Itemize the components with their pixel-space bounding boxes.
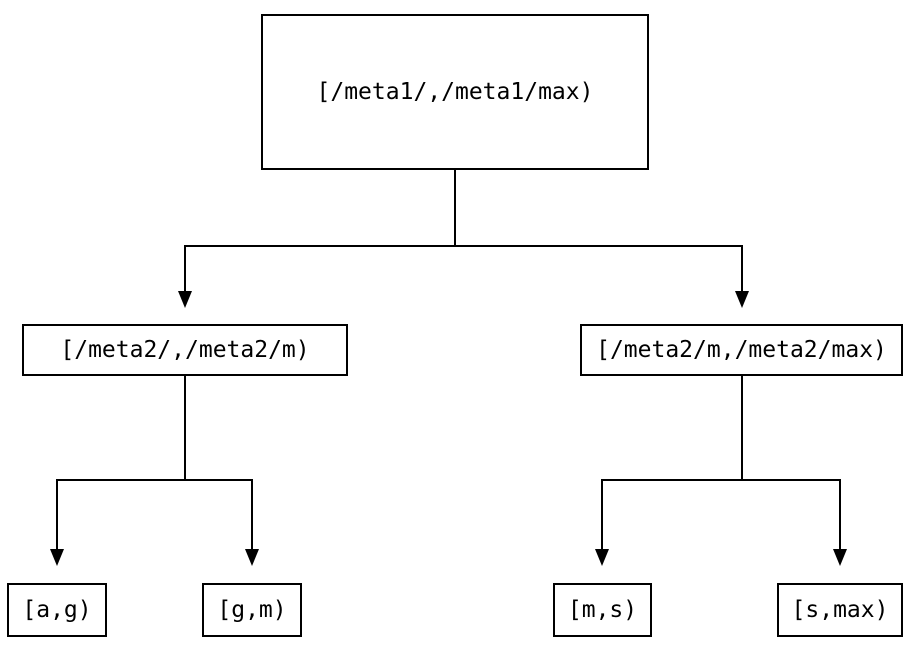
arrowhead-icon [178,291,192,308]
arrowhead-icon [50,549,64,566]
node-leaf-ag: [a,g) [7,583,107,637]
node-meta2-right-range: [/meta2/m,/meta2/max) [580,324,903,376]
node-leaf-ms: [m,s) [553,583,652,637]
arrowhead-icon [735,291,749,308]
connector-root-children [178,170,749,308]
arrowhead-icon [833,549,847,566]
arrowhead-icon [245,549,259,566]
node-leaf-gm: [g,m) [202,583,302,637]
connector-meta2-left-children [50,376,259,566]
arrowhead-icon [595,549,609,566]
node-root-range: [/meta1/,/meta1/max) [261,14,649,170]
connector-meta2-right-children [595,376,847,566]
node-meta2-left-range: [/meta2/,/meta2/m) [22,324,348,376]
node-leaf-smax: [s,max) [777,583,903,637]
